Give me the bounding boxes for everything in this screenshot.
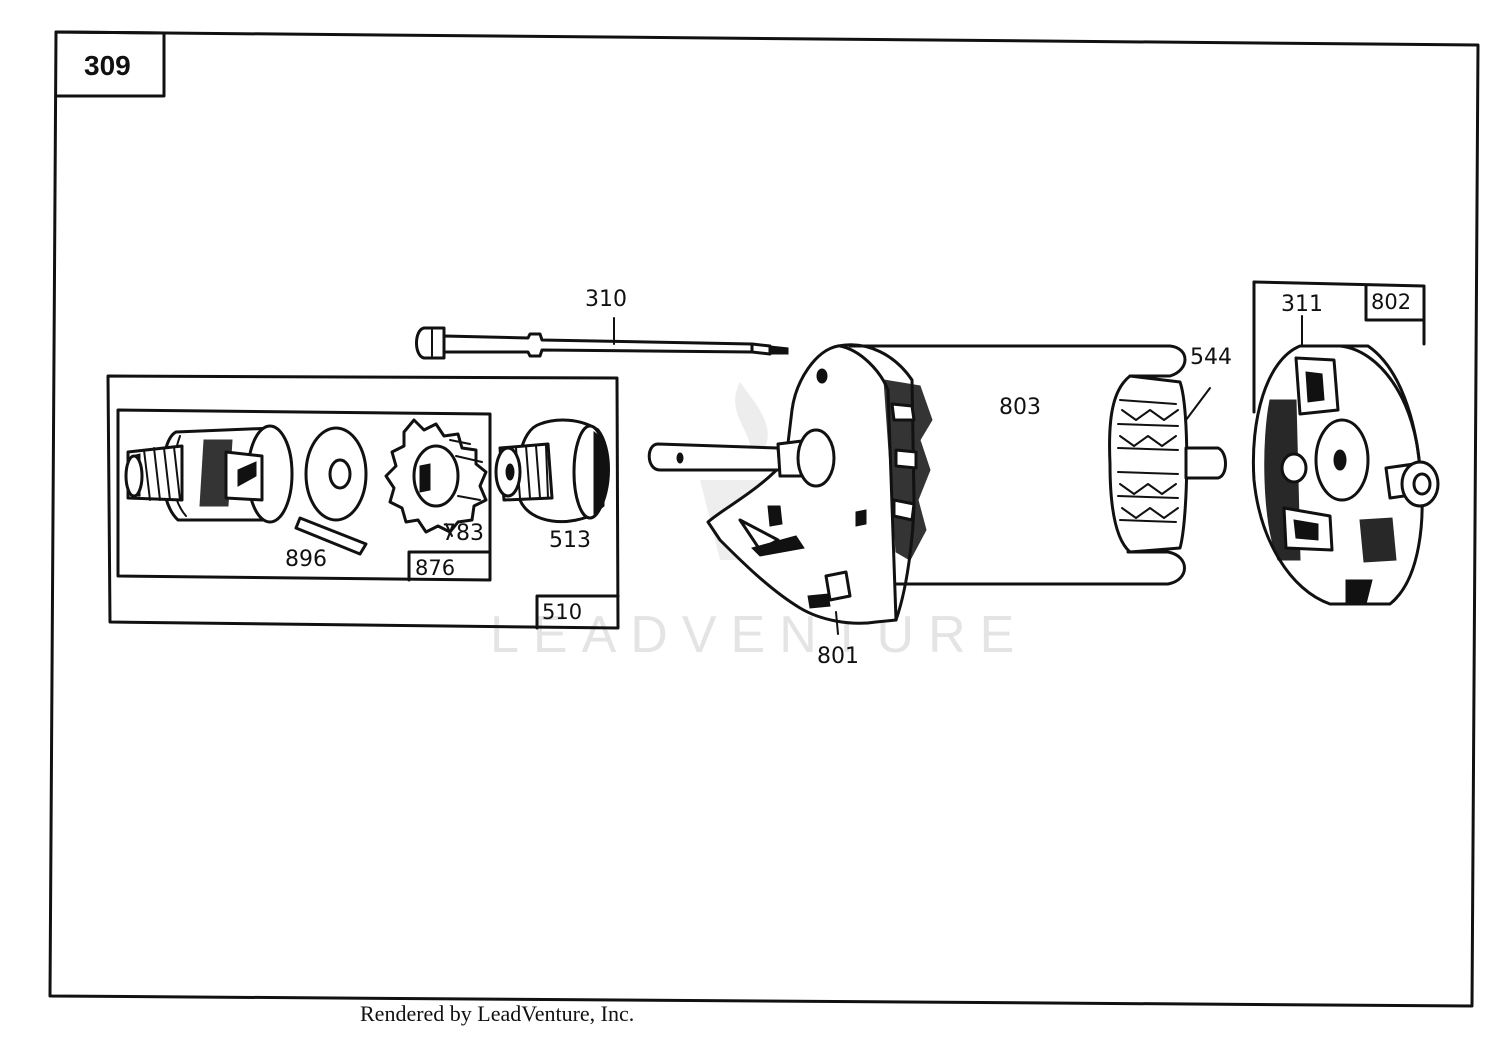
part-label-544: 544: [1190, 345, 1232, 370]
through-bolt-part-310: 310: [415, 287, 789, 360]
footer-credit: Rendered by LeadVenture, Inc.: [360, 1001, 635, 1026]
brush-end-cap-part: [1251, 344, 1440, 606]
part-label-876: 876: [415, 556, 455, 580]
gear-part-783: 783: [384, 418, 488, 546]
key-part-896: 896: [285, 516, 368, 572]
drive-assembly-box-876: 876: [116, 408, 492, 582]
drive-end-cap-part-801: 801: [647, 343, 933, 669]
commutator-part-544: 544: [1108, 345, 1232, 554]
outer-frame: [48, 30, 1480, 1008]
part-label-803: 803: [999, 395, 1041, 420]
diagram-id-box: 309: [54, 30, 166, 98]
watermark-text: LEADVENTURE: [490, 606, 1028, 664]
part-label-310: 310: [585, 287, 627, 312]
drive-kit-box-510: 510: [106, 374, 620, 630]
motor-housing-part-803: 803: [848, 344, 1187, 586]
part-label-513: 513: [549, 528, 591, 553]
diagram-id: 309: [84, 50, 131, 81]
part-label-801: 801: [817, 644, 859, 669]
part-label-311: 311: [1281, 292, 1323, 317]
part-label-896: 896: [285, 547, 327, 572]
washer-part: [304, 426, 368, 522]
spring-cup-part-513: 513: [494, 418, 610, 553]
part-label-802: 802: [1371, 290, 1411, 314]
part-label-783: 783: [442, 521, 484, 546]
end-cap-box-802: 802 311: [1252, 280, 1426, 414]
part-label-510: 510: [542, 600, 582, 624]
pinion-drive-part: [124, 424, 294, 524]
